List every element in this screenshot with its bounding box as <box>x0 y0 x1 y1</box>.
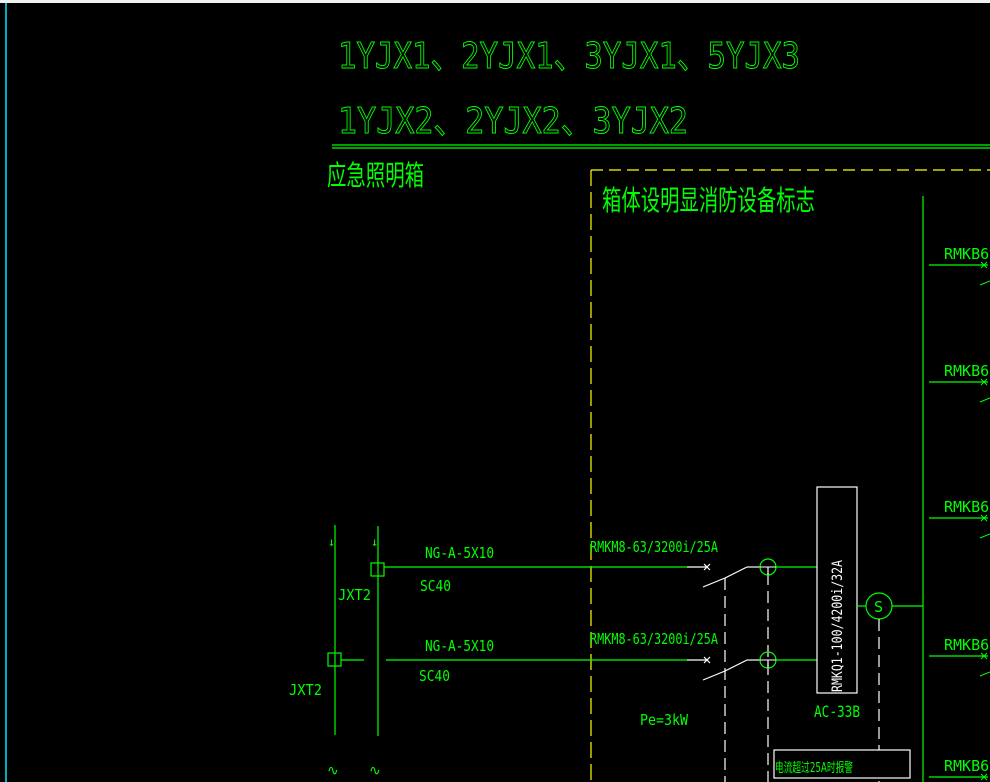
alarm-note-label: 电流超过25A时报警 <box>775 760 853 776</box>
outgoing-switch-blade <box>979 671 990 677</box>
outgoing-breaker-label: RMKB63 <box>944 498 990 516</box>
outgoing-breaker-x-icon <box>980 514 988 522</box>
circuit-list-line1: 1YJX1、2YJX1、3YJX1、5YJX3 <box>338 36 800 77</box>
ats-model-label: RMKQ1-100/4200i/32A <box>830 560 846 692</box>
outgoing-breaker-x-icon <box>980 652 988 660</box>
current-sensor-label: S <box>874 598 883 616</box>
cad-drawing-canvas[interactable]: 1YJX1、2YJX1、3YJX1、5YJX3 1YJX2、2YJX2、3YJX… <box>0 3 990 782</box>
riser-bottom-symbol-left: ∿ <box>327 763 339 779</box>
feeder-lower-cable: NG-A-5X10 <box>425 637 494 655</box>
outgoing-breaker-label: RMKB63 <box>944 362 990 380</box>
breaker-lower-label: RMKM8-63/3200i/25A <box>590 630 718 648</box>
outgoing-branch[interactable]: RMKB63 <box>929 362 990 403</box>
feeder-upper-conduit: SC40 <box>420 577 451 595</box>
outgoing-breaker-x-icon <box>980 773 988 781</box>
terminal-label-upper: JXT2 <box>338 586 371 604</box>
riser-top-symbol-left: ↓ <box>328 535 335 549</box>
outgoing-breaker-label: RMKB63 <box>944 757 990 775</box>
box-name-label: 应急照明箱 <box>327 159 424 192</box>
riser-top-symbol-right: ↓ <box>371 535 378 549</box>
riser-bottom-symbol-right: ∿ <box>369 763 381 779</box>
outgoing-branches: RMKB63RMKB63RMKB63RMKB63RMKB63 <box>929 245 990 781</box>
outgoing-breaker-label: RMKB63 <box>944 245 990 263</box>
outgoing-switch-blade <box>979 280 990 286</box>
terminal-label-lower: JXT2 <box>289 681 322 699</box>
outgoing-branch[interactable]: RMKB63 <box>929 498 990 539</box>
enclosure-note: 箱体设明显消防设备标志 <box>602 184 815 217</box>
outgoing-branch[interactable]: RMKB63 <box>929 636 990 677</box>
breaker-upper-label: RMKM8-63/3200i/25A <box>590 538 718 556</box>
outgoing-switch-blade <box>979 533 990 539</box>
outgoing-switch-blade <box>979 397 990 403</box>
breaker-upper-symbol[interactable] <box>702 563 760 588</box>
outgoing-breaker-label: RMKB63 <box>944 636 990 654</box>
terminal-box-upper[interactable] <box>370 562 385 577</box>
feeder-upper-cable: NG-A-5X10 <box>425 544 494 562</box>
ats-box[interactable] <box>816 486 858 694</box>
outgoing-branch[interactable]: RMKB63 <box>929 757 990 781</box>
load-power-label: Pe=3kW <box>640 711 689 729</box>
breaker-lower-symbol[interactable] <box>702 656 760 681</box>
outgoing-breaker-x-icon <box>980 261 988 269</box>
schematic-svg: 1YJX1、2YJX1、3YJX1、5YJX3 1YJX2、2YJX2、3YJX… <box>5 3 990 782</box>
outgoing-branch[interactable]: RMKB63 <box>929 245 990 286</box>
alarm-note-box <box>773 749 911 779</box>
feeder-lower-conduit: SC40 <box>419 667 450 685</box>
outgoing-breaker-x-icon <box>980 378 988 386</box>
circuit-list-line2: 1YJX2、2YJX2、3YJX2 <box>338 101 688 142</box>
ats-class-label: AC-33B <box>814 702 860 721</box>
